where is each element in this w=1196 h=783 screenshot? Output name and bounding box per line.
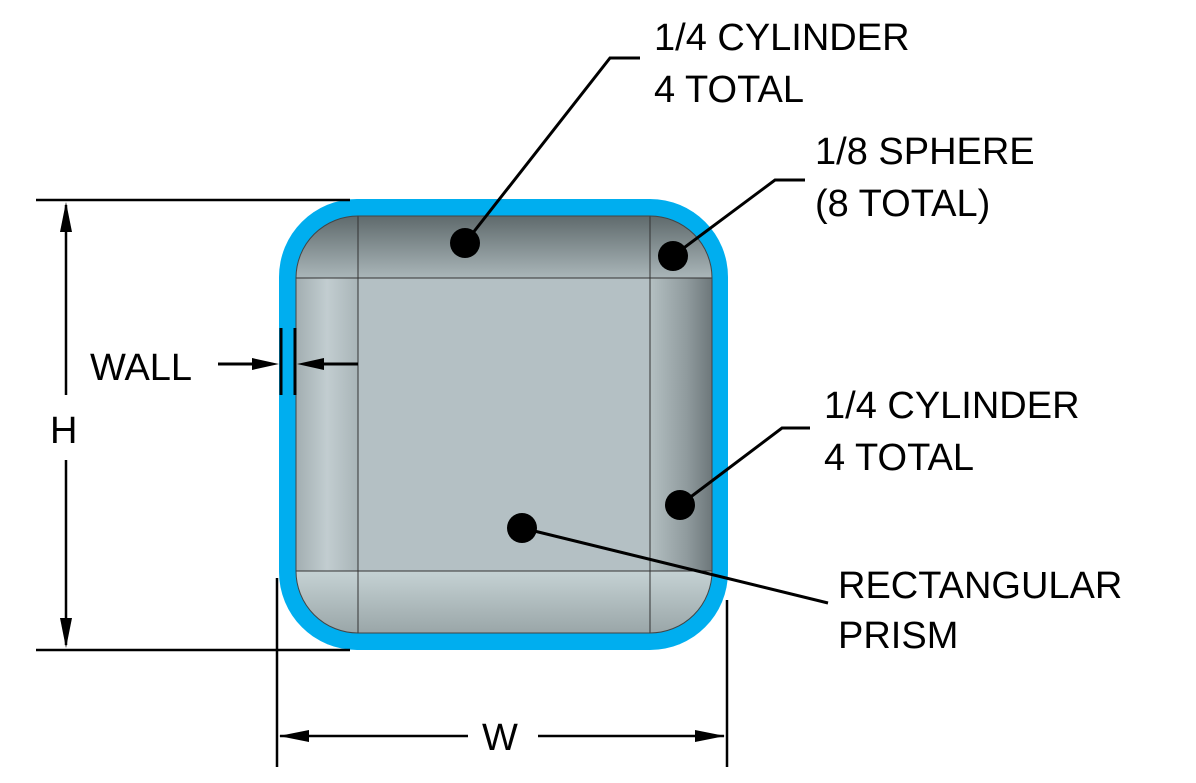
leader-side-cylinder (679, 426, 810, 507)
label-sphere-2: (8 TOTAL) (815, 183, 990, 225)
leader-sphere (672, 178, 805, 258)
dot-sphere (658, 241, 688, 271)
width-dimension (275, 578, 729, 767)
dot-top-cylinder (450, 228, 480, 258)
arrow-right-icon (695, 730, 725, 742)
box-body (296, 216, 712, 633)
label-wall: WALL (90, 347, 192, 389)
label-prism-1: RECTANGULAR (838, 565, 1122, 607)
label-width: W (482, 717, 518, 759)
label-height: H (50, 410, 77, 452)
arrow-down-icon (60, 618, 72, 648)
leader-top-cylinder (463, 56, 640, 244)
height-dimension (36, 198, 350, 652)
dot-prism (507, 513, 537, 543)
label-side-cylinder-1: 1/4 CYLINDER (824, 385, 1080, 427)
label-top-cylinder-2: 4 TOTAL (654, 69, 804, 111)
label-side-cylinder-2: 4 TOTAL (824, 437, 974, 479)
wall-arrow-left-icon (297, 358, 324, 370)
label-prism-2: PRISM (838, 615, 958, 657)
leader-prism (521, 526, 829, 605)
arrow-left-icon (279, 730, 309, 742)
wall-arrow-right-icon (252, 358, 279, 370)
dot-side-cylinder (665, 490, 695, 520)
label-sphere-1: 1/8 SPHERE (815, 131, 1035, 173)
arrow-up-icon (60, 202, 72, 232)
label-top-cylinder-1: 1/4 CYLINDER (654, 17, 910, 59)
